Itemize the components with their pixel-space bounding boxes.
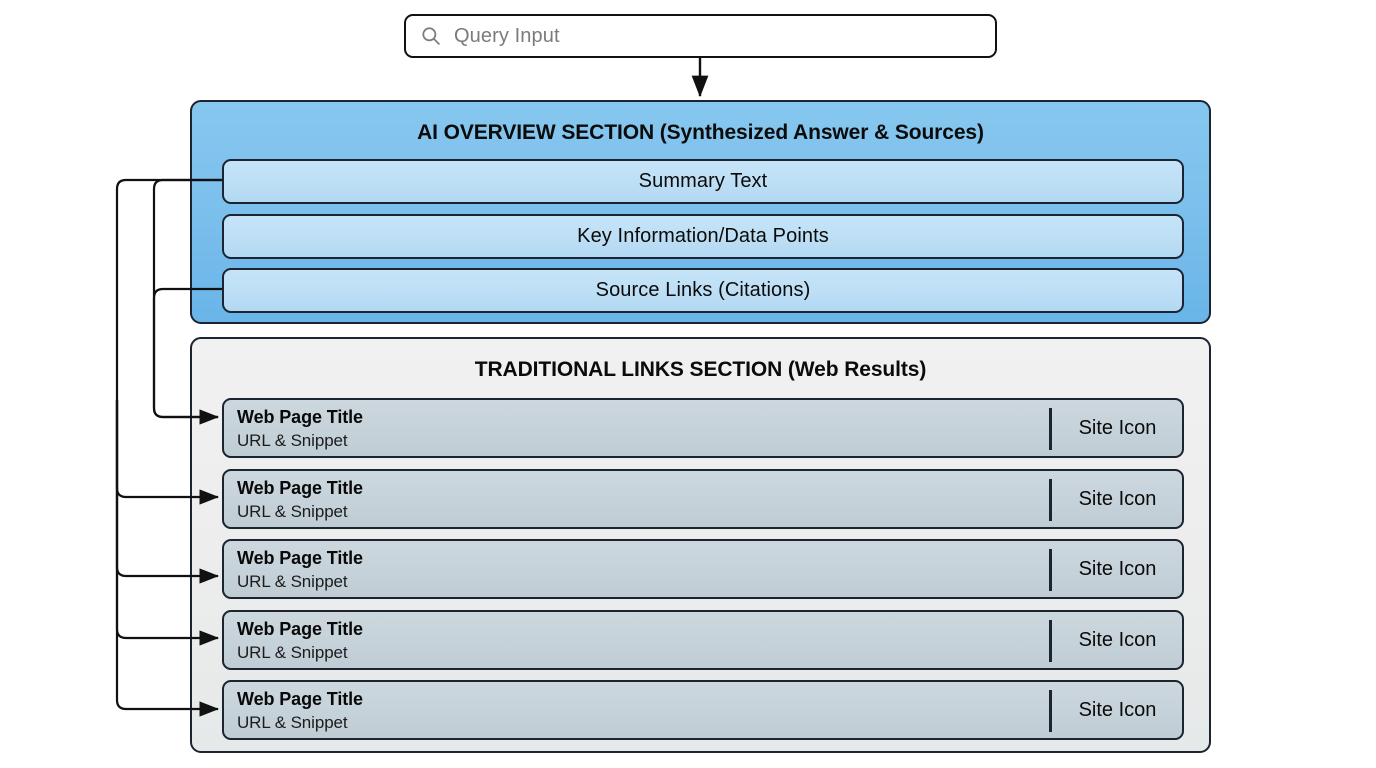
search-icon bbox=[422, 27, 440, 45]
site-icon-label: Site Icon bbox=[1078, 628, 1157, 651]
result-row-divider bbox=[1049, 620, 1052, 662]
result-row-text: Web Page Title URL & Snippet bbox=[237, 687, 363, 734]
site-icon-label: Site Icon bbox=[1078, 698, 1157, 721]
result-snippet: URL & Snippet bbox=[237, 431, 348, 450]
ai-overview-row-label: Summary Text bbox=[638, 170, 768, 192]
query-input[interactable]: Query Input bbox=[404, 14, 997, 58]
result-snippet: URL & Snippet bbox=[237, 502, 348, 521]
result-row-divider bbox=[1049, 549, 1052, 591]
result-title: Web Page Title bbox=[237, 478, 363, 498]
result-snippet: URL & Snippet bbox=[237, 572, 348, 591]
traditional-links-title: TRADITIONAL LINKS SECTION (Web Results) bbox=[474, 358, 927, 381]
ai-overview-source-links[interactable]: Source Links (Citations) bbox=[222, 268, 1184, 313]
result-row-text: Web Page Title URL & Snippet bbox=[237, 617, 363, 664]
result-row[interactable]: Web Page Title URL & Snippet Site Icon bbox=[222, 539, 1184, 599]
traditional-links-section: TRADITIONAL LINKS SECTION (Web Results) … bbox=[190, 337, 1211, 753]
result-title: Web Page Title bbox=[237, 548, 363, 568]
result-row[interactable]: Web Page Title URL & Snippet Site Icon bbox=[222, 610, 1184, 670]
result-title: Web Page Title bbox=[237, 619, 363, 639]
result-title: Web Page Title bbox=[237, 689, 363, 709]
result-row[interactable]: Web Page Title URL & Snippet Site Icon bbox=[222, 680, 1184, 740]
result-row[interactable]: Web Page Title URL & Snippet Site Icon bbox=[222, 469, 1184, 529]
result-row[interactable]: Web Page Title URL & Snippet Site Icon bbox=[222, 398, 1184, 458]
result-row-divider bbox=[1049, 408, 1052, 450]
ai-overview-key-information[interactable]: Key Information/Data Points bbox=[222, 214, 1184, 259]
result-row-text: Web Page Title URL & Snippet bbox=[237, 405, 363, 452]
result-snippet: URL & Snippet bbox=[237, 713, 348, 732]
site-icon-label: Site Icon bbox=[1078, 487, 1157, 510]
result-row-divider bbox=[1049, 690, 1052, 732]
ai-overview-row-label: Key Information/Data Points bbox=[577, 225, 829, 247]
site-icon-label: Site Icon bbox=[1078, 416, 1157, 439]
query-input-placeholder: Query Input bbox=[454, 25, 560, 47]
ai-overview-title: AI OVERVIEW SECTION (Synthesized Answer … bbox=[417, 121, 984, 144]
result-snippet: URL & Snippet bbox=[237, 643, 348, 662]
ai-overview-row-label: Source Links (Citations) bbox=[595, 279, 811, 301]
ai-overview-section: AI OVERVIEW SECTION (Synthesized Answer … bbox=[190, 100, 1211, 324]
result-row-divider bbox=[1049, 479, 1052, 521]
site-icon-label: Site Icon bbox=[1078, 557, 1157, 580]
result-row-text: Web Page Title URL & Snippet bbox=[237, 546, 363, 593]
result-title: Web Page Title bbox=[237, 407, 363, 427]
ai-overview-summary-text[interactable]: Summary Text bbox=[222, 159, 1184, 204]
result-row-text: Web Page Title URL & Snippet bbox=[237, 476, 363, 523]
